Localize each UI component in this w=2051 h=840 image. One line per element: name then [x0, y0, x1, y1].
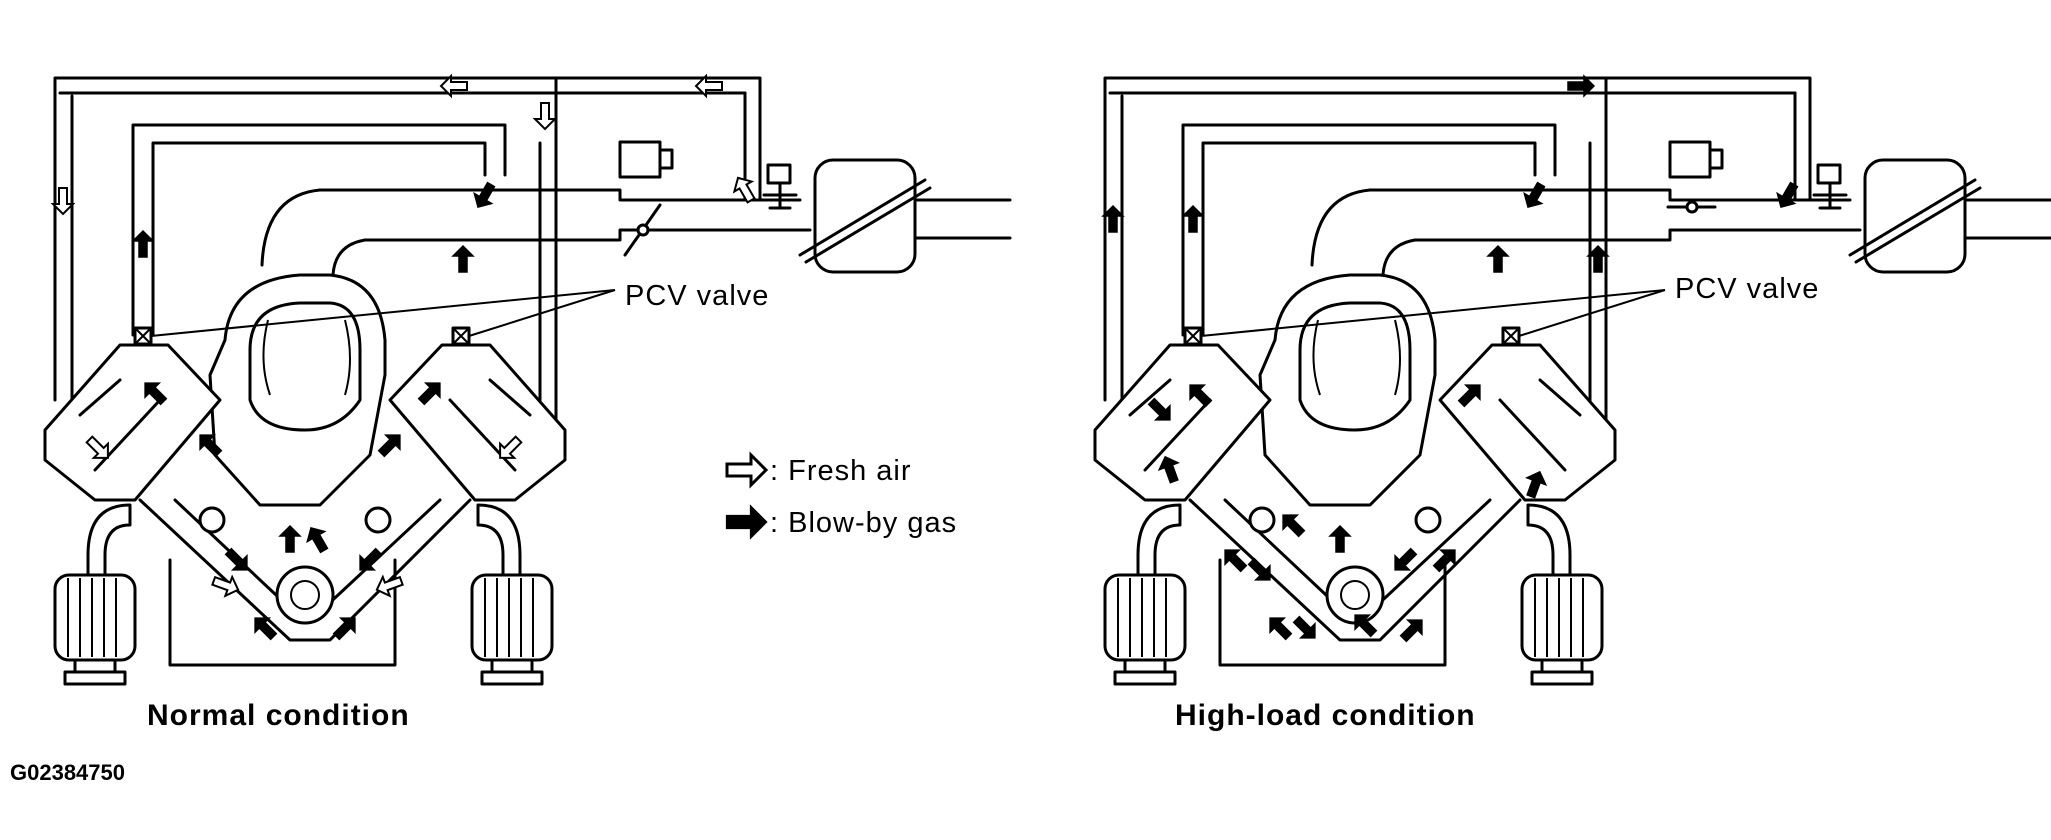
figure-code: G02384750 — [10, 760, 125, 785]
high-load-condition-diagram: PCV valve High-load condition — [1093, 75, 2051, 732]
normal-condition-diagram: PCV valve Normal condition — [43, 75, 1012, 732]
caption-high-load-condition: High-load condition — [1175, 699, 1476, 732]
pcv-valve-label-left: PCV valve — [625, 280, 769, 312]
pcv-valve-label-right: PCV valve — [1675, 273, 1819, 305]
legend-fresh-air-label: : Fresh air — [770, 455, 912, 487]
legend: : Fresh air : Blow-by gas — [725, 453, 957, 539]
blowby-gas-legend-icon — [725, 505, 768, 539]
fresh-air-legend-icon — [725, 453, 768, 487]
legend-blowby-label: : Blow-by gas — [770, 507, 957, 539]
caption-normal-condition: Normal condition — [147, 699, 410, 732]
